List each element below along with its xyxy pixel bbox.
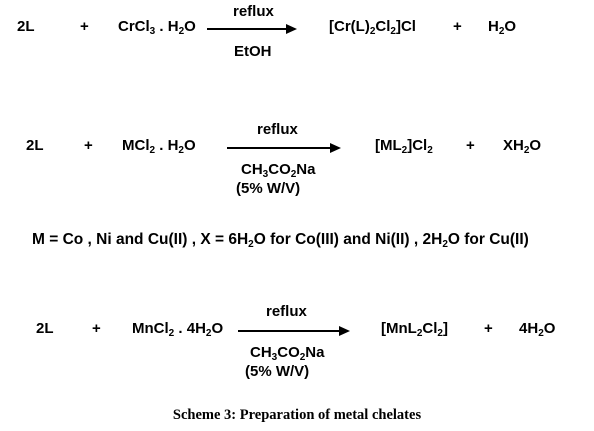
reaction3-condition-below-reagent: CH3CO2Na xyxy=(250,344,325,363)
reaction1-reactant-ligand: 2L xyxy=(17,18,35,35)
reaction1-condition-above: reflux xyxy=(233,3,274,20)
scheme-caption: Scheme 3: Preparation of metal chelates xyxy=(172,407,422,423)
reaction2-product-water: XH2O xyxy=(503,137,542,156)
reaction3-condition-above: reflux xyxy=(266,303,307,320)
reaction3-plus-2: + xyxy=(484,320,493,337)
reaction2-reactant-ligand: 2L xyxy=(26,137,44,154)
reaction1-product-water: H2O xyxy=(488,18,517,37)
reaction2-plus-1: + xyxy=(84,137,93,154)
reaction3-product-complex: [MnL2Cl2] xyxy=(381,320,448,339)
reaction2-product-complex: [ML2]Cl2 xyxy=(375,137,433,156)
reaction1-plus-1: + xyxy=(80,18,89,35)
reaction3-condition-below-concentration: (5% W/V) xyxy=(245,363,310,380)
reaction2-condition-below-reagent: CH3CO2Na xyxy=(241,161,316,180)
reaction1-arrow xyxy=(207,24,297,34)
reaction3-product-water: 4H2O xyxy=(519,320,556,339)
reaction1-plus-2: + xyxy=(453,18,462,35)
reaction3-reactant-ligand: 2L xyxy=(36,320,54,337)
reaction1-product-complex: [Cr(L)2Cl2]Cl xyxy=(329,18,416,37)
reaction2-condition-above: reflux xyxy=(257,121,298,138)
reaction2-arrow xyxy=(227,143,341,153)
substitution-note: M = Co , Ni and Cu(II) , X = 6H2O for Co… xyxy=(32,231,529,250)
reaction3-arrow xyxy=(238,326,350,336)
reaction3-plus-1: + xyxy=(92,320,101,337)
reaction2-plus-2: + xyxy=(466,137,475,154)
reaction2-reactant-metal-salt: MCl2 . H2O xyxy=(122,137,196,156)
reaction2-condition-below-concentration: (5% W/V) xyxy=(236,180,301,197)
reaction1-condition-below: EtOH xyxy=(234,43,272,60)
reaction3-reactant-metal-salt: MnCl2 . 4H2O xyxy=(132,320,224,339)
reaction1-reactant-metal-salt: CrCl3 . H2O xyxy=(118,18,196,37)
